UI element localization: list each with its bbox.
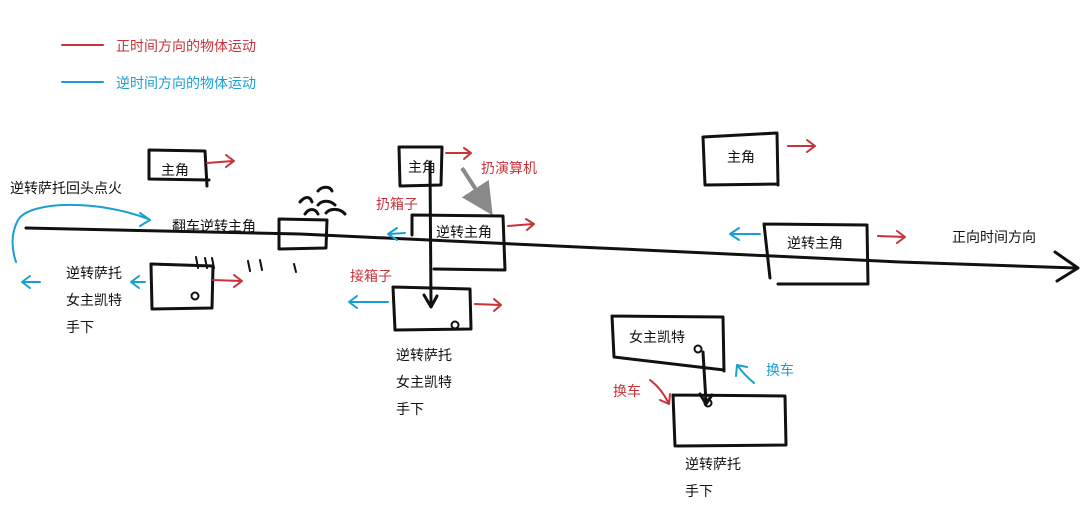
left-car-wheel xyxy=(190,291,200,301)
protagonist-label-2: 主角 xyxy=(408,160,436,176)
inverted-right-reverse-arrow xyxy=(729,227,761,241)
protagonist-label-3: 主角 xyxy=(727,150,755,166)
protagonist-box-2 xyxy=(397,145,444,188)
inverted-protagonist-car-mid xyxy=(410,213,507,272)
throw-box-label: 扔箱子 xyxy=(376,197,418,213)
swap-car-blue-label: 换车 xyxy=(766,362,794,379)
time-axis-arrowhead xyxy=(1053,250,1080,283)
right-car-wheel xyxy=(703,398,713,408)
swap-car-red-label: 换车 xyxy=(613,383,641,400)
flip-motion-marks xyxy=(298,185,347,216)
mid-group-line-3: 手下 xyxy=(396,402,424,418)
kat-car-box xyxy=(610,314,726,373)
inverted-protagonist-car-right xyxy=(762,222,870,286)
sator-turn-curve xyxy=(11,203,149,263)
flipped-car-box xyxy=(277,217,329,251)
time-axis xyxy=(24,226,1078,270)
flip-car-label: 翻车逆转主角 xyxy=(172,218,256,235)
right-group-line-1: 逆转萨托 xyxy=(685,457,741,473)
left-group-line-1: 逆转萨托 xyxy=(66,266,122,282)
left-car-reverse-arrow xyxy=(130,275,146,289)
swap-car-blue-arrow xyxy=(735,364,755,384)
inverted-protagonist-mid-label: 逆转主角 xyxy=(436,225,492,241)
left-car-forward-arrow xyxy=(212,274,243,288)
inverted-mid-reverse-arrow xyxy=(387,227,406,241)
box-exchange-line xyxy=(422,161,439,309)
time-axis-label: 正向时间方向 xyxy=(952,230,1036,246)
protagonist-1-forward-arrow xyxy=(206,154,235,168)
inverted-right-forward-arrow xyxy=(877,230,906,244)
kat-car-wheel xyxy=(693,344,703,354)
kat-label: 女主凯特 xyxy=(629,329,685,346)
inverted-protagonist-right-label: 逆转主角 xyxy=(787,236,843,252)
protagonist-box-1 xyxy=(147,148,211,188)
left-group-line-3: 手下 xyxy=(66,320,94,336)
right-group-line-2: 手下 xyxy=(685,484,713,500)
sator-turn-fire-label: 逆转萨托回头点火 xyxy=(10,181,122,197)
left-car-motion-marks xyxy=(195,256,297,273)
legend-reverse-label: 逆时间方向的物体运动 xyxy=(116,76,256,92)
left-car-box xyxy=(149,262,215,311)
mid-group-line-2: 女主凯特 xyxy=(396,374,452,391)
sator-turn-arrowhead xyxy=(139,212,151,227)
protagonist-label-1: 主角 xyxy=(161,163,189,179)
mid-car-reverse-arrow xyxy=(348,295,389,309)
throw-algorithm-label: 扔演算机 xyxy=(481,161,537,177)
protagonist-2-forward-arrow xyxy=(445,147,472,160)
swap-car-red-arrow xyxy=(649,379,671,405)
legend-forward-label: 正时间方向的物体运动 xyxy=(116,39,256,55)
protagonist-box-3 xyxy=(701,131,780,187)
protagonist-3-forward-arrow xyxy=(787,139,816,153)
mid-car-box xyxy=(391,285,473,332)
throw-algorithm-gray-arrow xyxy=(460,166,493,216)
left-group-line-2: 女主凯特 xyxy=(66,292,122,309)
right-car-box xyxy=(671,393,788,448)
mid-car-wheel xyxy=(450,320,460,330)
inverted-mid-forward-arrow xyxy=(507,218,535,231)
mid-group-line-1: 逆转萨托 xyxy=(396,348,452,364)
left-reverse-exit-arrow xyxy=(21,275,41,289)
catch-box-label: 接箱子 xyxy=(350,268,392,285)
mid-car-forward-arrow xyxy=(474,298,502,312)
car-swap-line xyxy=(698,350,714,406)
